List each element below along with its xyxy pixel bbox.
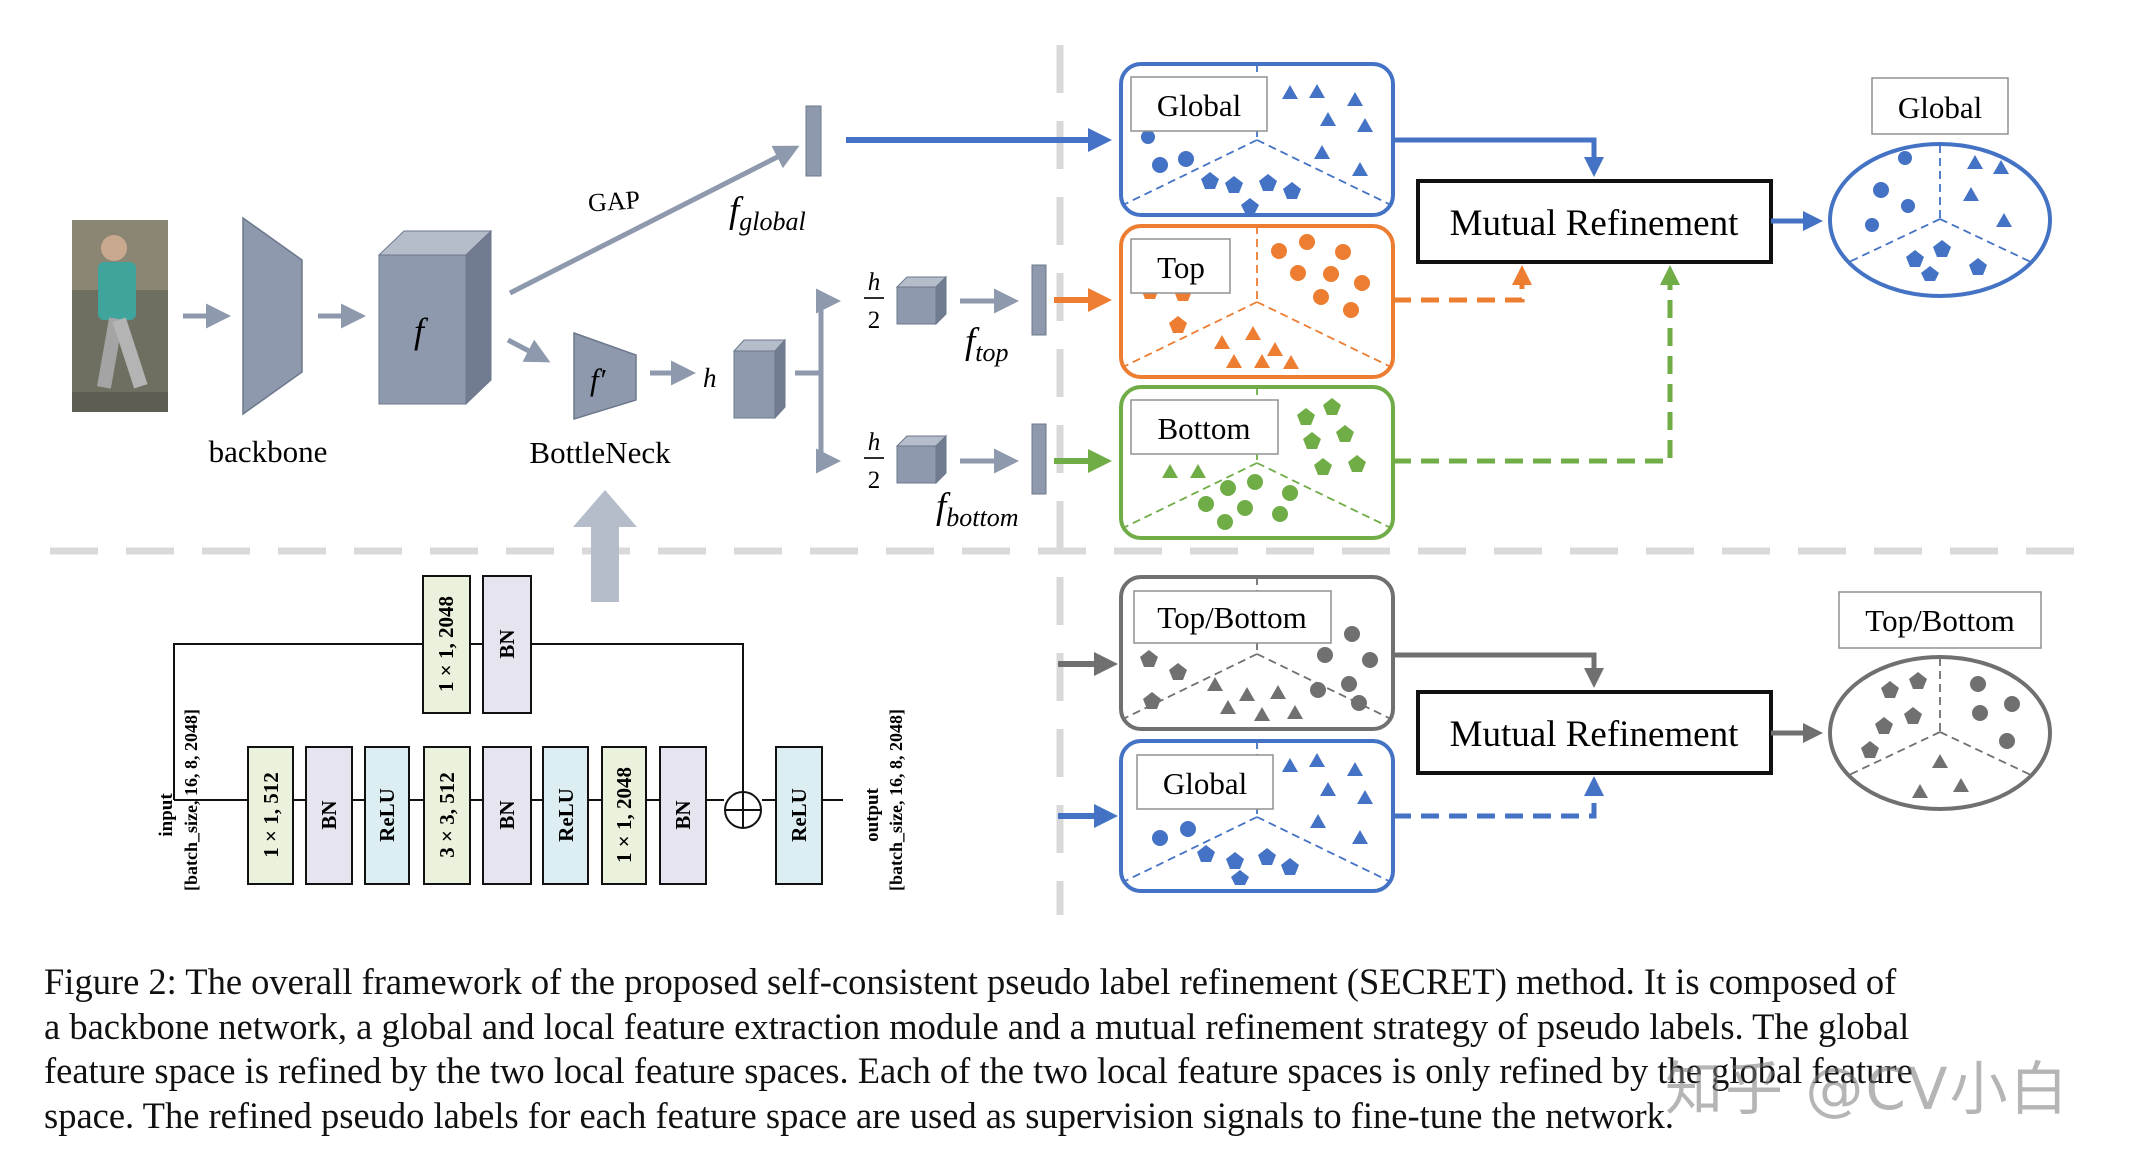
bottleneck-label: BottleNeck xyxy=(529,435,671,470)
upper-mutual-refinement-label: Mutual Refinement xyxy=(1450,203,1739,244)
svg-text:3 × 3, 512: 3 × 3, 512 xyxy=(435,772,459,857)
bottleneck-detail-arrow xyxy=(573,490,637,602)
lower-topbottom-output xyxy=(1828,655,2052,811)
bottom-half-cube xyxy=(895,434,948,485)
upper-bottom-space: Bottom xyxy=(1119,385,1395,540)
half-h-bottom: h 2 xyxy=(864,429,884,494)
framework-diagram: backbone f GAP fglobal f′ BottleNeck h h… xyxy=(50,45,2095,915)
lower-global-space: Global xyxy=(1119,739,1395,893)
lower-output-label: Top/Bottom xyxy=(1865,603,2014,638)
lower-topbottom-space: Top/Bottom xyxy=(1119,575,1395,731)
person-input-image xyxy=(72,220,168,412)
svg-text:BN: BN xyxy=(671,800,695,829)
f-global-label: fglobal xyxy=(729,190,806,236)
half-h-top: h 2 xyxy=(864,269,884,334)
lower-mutual-refinement-box xyxy=(1416,690,1773,775)
lower-refinement-connectors xyxy=(1393,652,1823,819)
svg-text:Global: Global xyxy=(1157,88,1241,123)
svg-text:Top/Bottom: Top/Bottom xyxy=(1157,600,1306,635)
svg-text:1 × 1, 2048: 1 × 1, 2048 xyxy=(434,596,458,692)
svg-text:[batch_size, 16, 8, 2048]: [batch_size, 16, 8, 2048] xyxy=(886,709,906,891)
bottleneck-block xyxy=(573,331,637,421)
h-label: h xyxy=(703,363,717,393)
svg-text:output: output xyxy=(862,787,883,842)
svg-text:h: h xyxy=(868,429,881,456)
watermark: 知乎 @CV小白 xyxy=(1665,1055,2070,1123)
lower-mutual-refinement-label: Mutual Refinement xyxy=(1450,714,1739,755)
svg-text:h: h xyxy=(868,269,881,296)
lower-output-label-box xyxy=(1838,591,2042,649)
gap-label: GAP xyxy=(587,185,641,218)
svg-text:ReLU: ReLU xyxy=(375,788,399,842)
svg-text:BN: BN xyxy=(495,800,519,829)
svg-text:ReLU: ReLU xyxy=(554,788,578,842)
backbone-label: backbone xyxy=(209,434,328,469)
caption-line: a backbone network, a global and local f… xyxy=(44,1005,1910,1047)
svg-text:1 × 1, 512: 1 × 1, 512 xyxy=(259,772,283,857)
caption-line: feature space is refined by the two loca… xyxy=(44,1050,1913,1091)
svg-text:BN: BN xyxy=(317,800,341,829)
svg-text:2: 2 xyxy=(868,307,881,334)
upper-global-space: Global xyxy=(1119,62,1395,217)
svg-text:input: input xyxy=(156,793,177,837)
feature-map-cube xyxy=(377,229,493,406)
upper-top-space: Top xyxy=(1119,224,1395,379)
caption-line: space. The refined pseudo labels for eac… xyxy=(44,1094,1675,1136)
svg-text:Top: Top xyxy=(1157,250,1205,285)
svg-text:BN: BN xyxy=(495,629,519,658)
f-bottom-vector xyxy=(1031,423,1047,495)
f-bottom-label: fbottom xyxy=(936,486,1019,532)
svg-text:2: 2 xyxy=(868,467,881,494)
split-connector xyxy=(795,288,841,474)
svg-text:1 × 1, 2048: 1 × 1, 2048 xyxy=(612,767,636,863)
flow-arrows xyxy=(183,145,1019,474)
bottleneck-detail: 1 × 1, 2048 BN 1 × 1, 512 BN ReLU 3 × 3,… xyxy=(156,575,906,891)
svg-text:[batch_size, 16, 8, 2048]: [batch_size, 16, 8, 2048] xyxy=(181,709,201,891)
f-global-vector xyxy=(805,105,822,177)
h-feature-cube xyxy=(732,338,787,420)
upper-output-label: Global xyxy=(1898,90,1982,125)
svg-text:ReLU: ReLU xyxy=(787,788,811,842)
upper-refinement-connectors xyxy=(1393,137,1823,464)
svg-text:Bottom: Bottom xyxy=(1157,411,1250,446)
f-prime-label: f′ xyxy=(590,362,607,397)
caption-line: Figure 2: The overall framework of the p… xyxy=(44,961,1897,1002)
upper-global-output xyxy=(1828,142,2052,298)
figure-caption: Figure 2: The overall framework of the p… xyxy=(44,960,2104,1138)
svg-text:Global: Global xyxy=(1163,766,1247,801)
f-top-vector xyxy=(1031,264,1047,336)
top-half-cube xyxy=(895,275,948,326)
f-top-label: ftop xyxy=(965,321,1009,367)
backbone-block xyxy=(242,216,303,416)
upper-output-label-box xyxy=(1871,77,2009,135)
